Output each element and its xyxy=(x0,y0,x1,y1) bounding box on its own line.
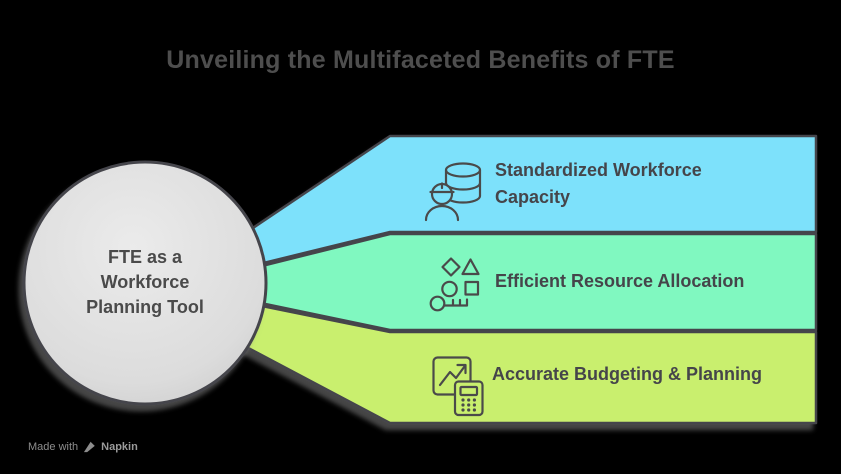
banner-label-budgeting-planning: Accurate Budgeting & Planning xyxy=(492,364,763,384)
center-node-line: Planning Tool xyxy=(86,297,204,317)
chart-calculator-icon xyxy=(432,356,484,417)
banner-label-resource-allocation: Efficient Resource Allocation xyxy=(495,271,745,291)
shapes-key-icon xyxy=(429,257,480,312)
footer-made-with: Made with xyxy=(28,440,79,453)
page-title: Unveiling the Multifaceted Benefits of F… xyxy=(166,46,675,74)
banner-label-standardized-workforce: Standardized Workforce Capacity xyxy=(495,160,702,207)
center-node-line: Workforce xyxy=(100,272,190,292)
napkin-pen-icon xyxy=(84,441,96,453)
center-node-circle xyxy=(22,160,268,406)
center-node-line: FTE as a xyxy=(107,247,183,267)
footer-brand: Napkin xyxy=(101,440,138,453)
engineer-database-icon xyxy=(424,162,482,222)
center-node-label: FTE as a Workforce Planning Tool xyxy=(35,245,255,320)
footer-watermark: Made with Napkin xyxy=(28,440,138,453)
